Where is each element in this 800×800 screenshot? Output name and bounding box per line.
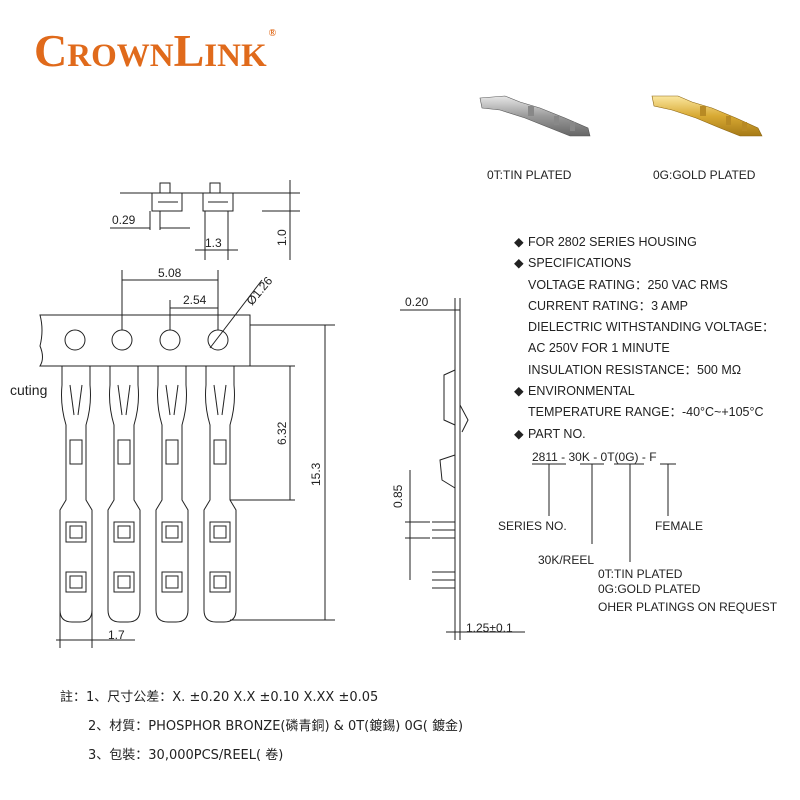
dim-half-pitch: 2.54: [183, 293, 207, 307]
notes: 註：1、尺寸公差：X. ±0.20 X.X ±0.10 X.XX ±0.05 2…: [60, 683, 463, 770]
terminal-technical-drawing: 0.29 1.3 1.0 5.08 2.54 Ø1.26 6.32 15.3 1…: [39, 180, 525, 648]
dim-top-a: 0.29: [112, 213, 136, 227]
part-number: 2811 - 30K - 0T(0G) - F: [532, 450, 657, 464]
dim-tip: 1.25±0.1: [466, 621, 513, 635]
dim-thickness: 0.20: [405, 295, 429, 309]
brand-logo: CROWNLINK®: [34, 25, 277, 76]
tin-plated-caption: 0T:TIN PLATED: [487, 168, 572, 182]
spec-item: INSULATION RESISTANCE：500 MΩ: [528, 362, 742, 377]
dim-width: 1.7: [108, 628, 125, 642]
spec-item: ◆FOR 2802 SERIES HOUSING: [514, 235, 697, 249]
part-label-gold: 0G:GOLD PLATED: [598, 582, 701, 596]
part-label-series: SERIES NO.: [498, 519, 567, 533]
part-label-other: OHER PLATINGS ON REQUEST: [598, 600, 778, 614]
top-view-drawing: [110, 180, 300, 260]
note-line: 3、包裝：30,000PCS/REEL( 卷): [88, 748, 284, 763]
spec-item: CURRENT RATING：3 AMP: [528, 298, 688, 313]
spec-item: ◆ENVIRONMENTAL: [514, 384, 635, 399]
note-line: 2、材質：PHOSPHOR BRONZE(磷青銅) & 0T(鍍錫) 0G( 鍍…: [88, 719, 464, 734]
spec-item: ◆PART NO.: [514, 426, 586, 441]
dim-top-b: 1.3: [205, 236, 222, 250]
part-number-leaders: [532, 463, 676, 562]
dim-offset: 0.85: [391, 484, 405, 508]
tin-plated-terminal-photo: [479, 95, 591, 137]
part-label-reel: 30K/REEL: [538, 553, 595, 567]
cut-label: cuting: [10, 382, 48, 398]
spec-item: AC 250V FOR 1 MINUTE: [528, 341, 670, 356]
front-view-drawing: [39, 270, 335, 648]
dim-top-c: 1.0: [275, 229, 289, 246]
dim-height-mid: 6.32: [275, 421, 289, 445]
spec-item: TEMPERATURE RANGE：-40°C~+105°C: [528, 405, 764, 420]
spec-item: ◆SPECIFICATIONS: [514, 256, 632, 271]
part-label-tin: 0T:TIN PLATED: [598, 567, 683, 581]
dim-height-total: 15.3: [309, 462, 323, 486]
spec-item: DIELECTRIC WITHSTANDING VOLTAGE：: [528, 320, 775, 335]
gold-plated-terminal-photo: [651, 95, 763, 137]
side-view-drawing: [400, 298, 525, 640]
gold-plated-caption: 0G:GOLD PLATED: [653, 168, 756, 182]
specifications-list: ◆FOR 2802 SERIES HOUSING ◆SPECIFICATIONS…: [514, 232, 775, 445]
note-line: 註：1、尺寸公差：X. ±0.20 X.X ±0.10 X.XX ±0.05: [60, 690, 379, 705]
spec-item: VOLTAGE RATING：250 VAC RMS: [528, 277, 728, 292]
dim-pitch: 5.08: [158, 266, 182, 280]
dim-hole: Ø1.26: [244, 274, 276, 308]
part-label-female: FEMALE: [655, 519, 704, 533]
